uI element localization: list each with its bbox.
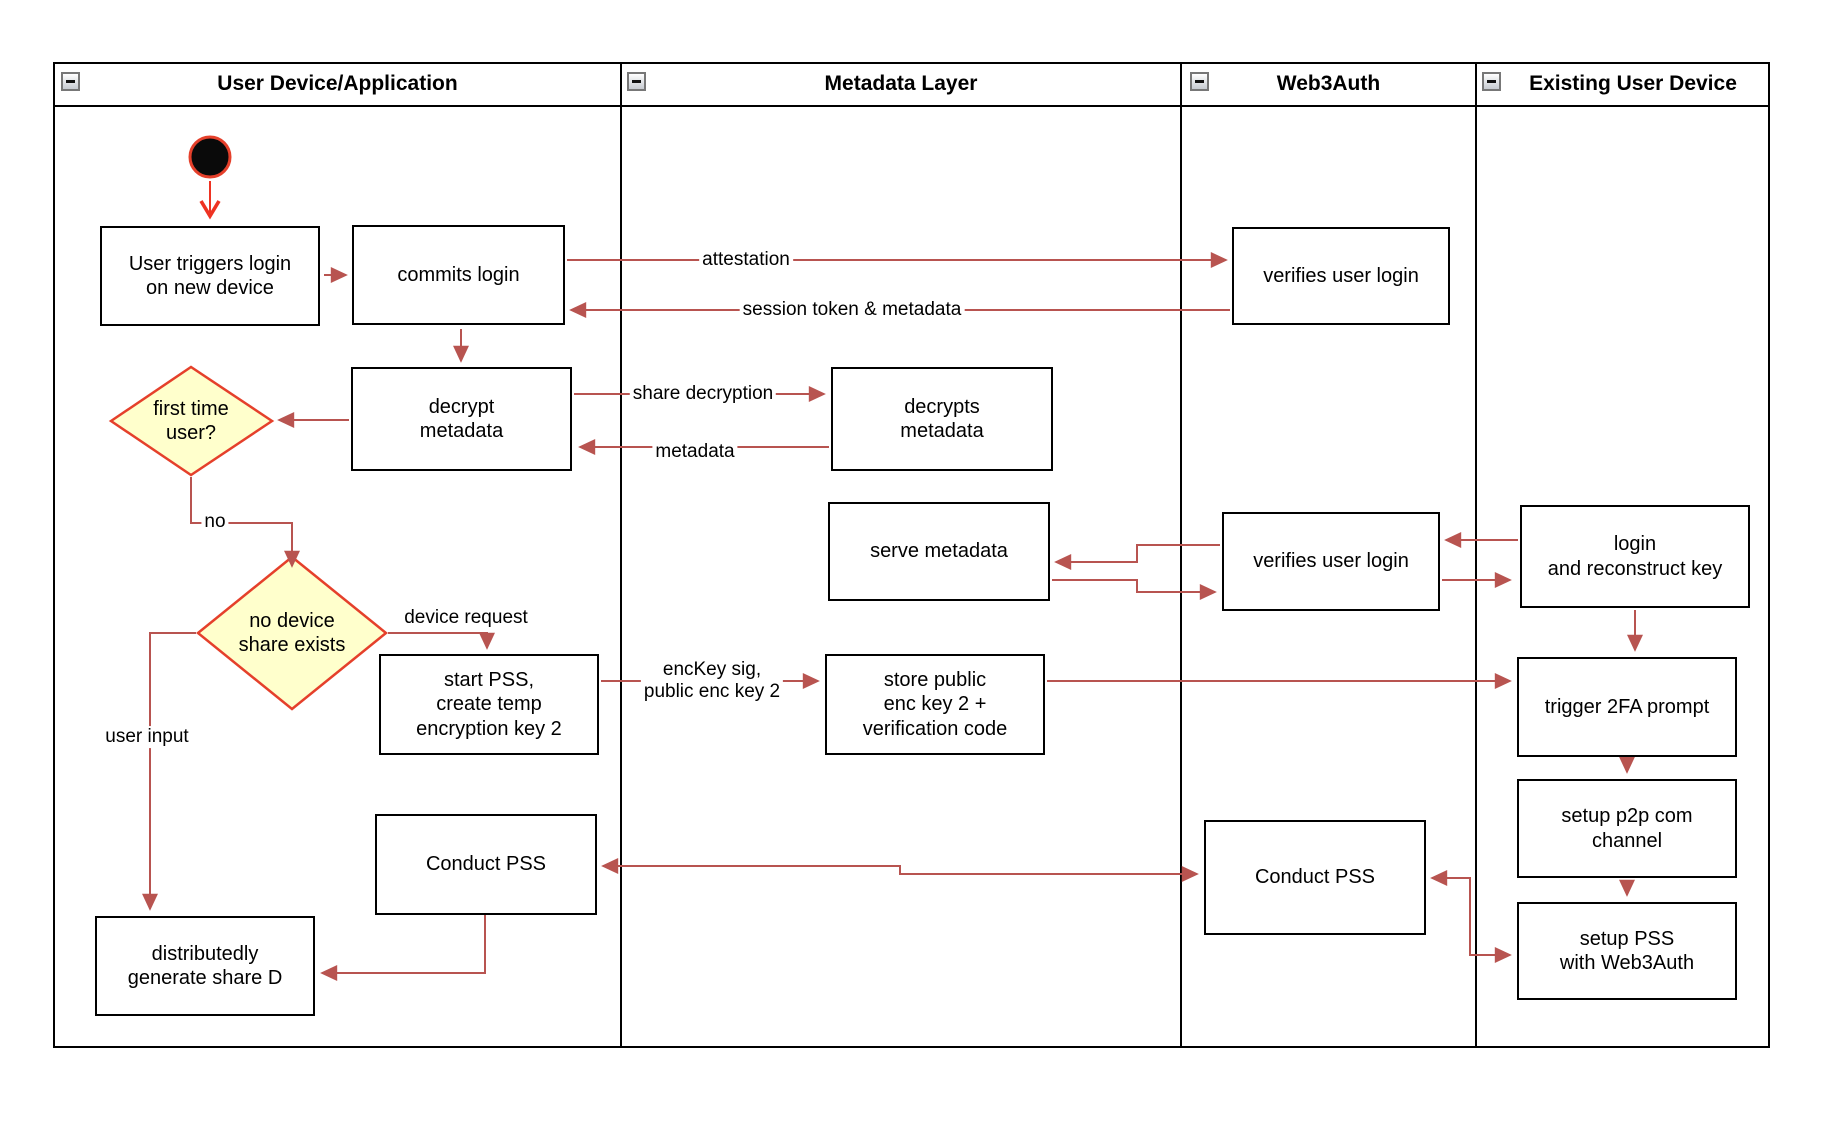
edge-label-attestation: attestation: [699, 249, 793, 271]
collapse-icon[interactable]: [627, 72, 646, 91]
edge-label-user-input: user input: [102, 726, 192, 748]
minus-icon: [1487, 80, 1496, 83]
edge-label-share-decryption: share decryption: [629, 383, 777, 405]
minus-icon: [632, 80, 641, 83]
node-start-pss[interactable]: start PSS, create temp encryption key 2: [379, 654, 599, 755]
node-distributedly-generate[interactable]: distributedly generate share D: [95, 916, 315, 1016]
decision-no-device-share-label: no device share exists: [238, 610, 346, 656]
lane-separator-1: [620, 62, 622, 1048]
lane-header-user-device[interactable]: User Device/Application: [217, 72, 458, 95]
decision-first-time-user-label: first time user?: [153, 398, 229, 444]
minus-icon: [1195, 80, 1204, 83]
lane-header-metadata[interactable]: Metadata Layer: [824, 72, 978, 95]
edge-label-device-request: device request: [401, 607, 531, 629]
node-verifies-user-login-top[interactable]: verifies user login: [1232, 227, 1450, 325]
node-conduct-pss-web3auth[interactable]: Conduct PSS: [1204, 820, 1426, 935]
node-decrypt-metadata[interactable]: decrypt metadata: [351, 367, 572, 471]
edge-label-session-token: session token & metadata: [739, 299, 965, 321]
collapse-icon[interactable]: [1190, 72, 1209, 91]
lane-header-underline: [53, 105, 1770, 107]
lane-header-web3auth[interactable]: Web3Auth: [1276, 72, 1381, 95]
node-login-reconstruct[interactable]: login and reconstruct key: [1520, 505, 1750, 608]
lane-separator-2: [1180, 62, 1182, 1048]
edge-label-no: no: [201, 511, 229, 533]
edge-label-enckey-sig: encKey sig, public enc key 2: [640, 659, 784, 703]
collapse-icon[interactable]: [1482, 72, 1501, 91]
collapse-icon[interactable]: [61, 72, 80, 91]
lane-separator-3: [1475, 62, 1477, 1048]
node-conduct-pss-user[interactable]: Conduct PSS: [375, 814, 597, 915]
lane-header-existing-device[interactable]: Existing User Device: [1529, 72, 1737, 95]
node-store-public-enc[interactable]: store public enc key 2 + verification co…: [825, 654, 1045, 755]
node-verifies-user-login-mid[interactable]: verifies user login: [1222, 512, 1440, 611]
node-setup-p2p[interactable]: setup p2p com channel: [1517, 779, 1737, 878]
node-user-triggers-login[interactable]: User triggers login on new device: [100, 226, 320, 326]
node-commits-login[interactable]: commits login: [352, 225, 565, 325]
node-trigger-2fa[interactable]: trigger 2FA prompt: [1517, 657, 1737, 757]
edge-label-metadata: metadata: [652, 441, 738, 463]
node-setup-pss-web3auth[interactable]: setup PSS with Web3Auth: [1517, 902, 1737, 1000]
node-serve-metadata[interactable]: serve metadata: [828, 502, 1050, 601]
minus-icon: [66, 80, 75, 83]
node-decrypts-metadata[interactable]: decrypts metadata: [831, 367, 1053, 471]
